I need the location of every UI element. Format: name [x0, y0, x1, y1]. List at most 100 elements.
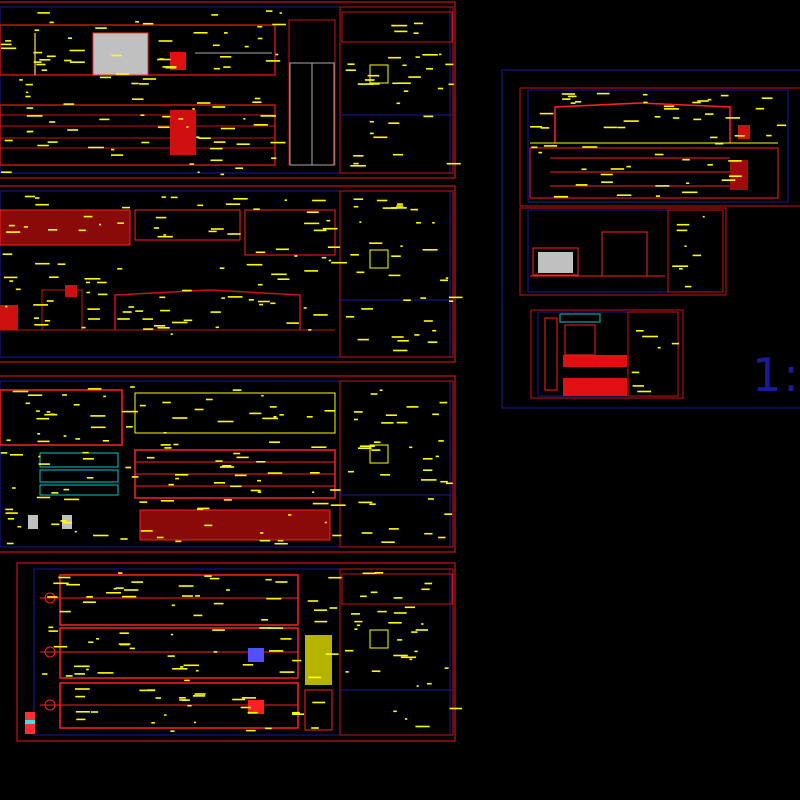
annotation-text-mark	[244, 45, 249, 48]
annotation-text-mark	[332, 534, 342, 537]
annotation-text-mark	[307, 600, 319, 602]
sheet-inner-frame	[527, 209, 724, 293]
sheet-4[interactable]	[16, 562, 456, 742]
viewport-frame[interactable]	[501, 69, 800, 409]
annotation-text-mark	[69, 49, 85, 52]
sheet-7[interactable]	[530, 309, 684, 399]
annotation-text-mark	[684, 245, 687, 247]
annotation-text-mark	[567, 95, 577, 98]
annotation-text-mark	[415, 725, 430, 728]
annotation-text-mark	[437, 87, 444, 90]
annotation-text-mark	[262, 417, 278, 420]
annotation-text-mark	[253, 208, 260, 210]
annotation-text-mark	[158, 40, 173, 42]
annotation-text-mark	[37, 12, 50, 14]
annotation-text-mark	[86, 668, 89, 671]
gray-room-fill	[92, 32, 149, 76]
annotation-text-mark	[241, 697, 257, 699]
annotation-text-mark	[272, 23, 286, 26]
annotation-text-mark	[222, 465, 232, 467]
annotation-text-mark	[311, 446, 327, 448]
annotation-text-mark	[415, 629, 428, 631]
annotation-text-mark	[279, 414, 284, 416]
annotation-text-mark	[539, 112, 554, 115]
annotation-text-mark	[25, 83, 33, 86]
annotation-text-mark	[131, 82, 139, 85]
annotation-text-mark	[88, 641, 94, 643]
annotation-text-mark	[279, 12, 282, 14]
annotation-text-mark	[97, 672, 114, 674]
annotation-text-mark	[126, 426, 133, 428]
annotation-text-mark	[324, 410, 335, 412]
annotation-text-mark	[596, 92, 610, 95]
annotation-text-mark	[48, 229, 58, 231]
schedule-table-red	[0, 209, 131, 246]
annotation-text-mark	[325, 653, 339, 655]
annotation-text-mark	[49, 121, 56, 123]
annotation-text-mark	[531, 146, 538, 149]
annotation-text-mark	[67, 37, 72, 39]
annotation-text-mark	[220, 127, 235, 130]
annotation-text-mark	[720, 94, 729, 97]
sheet-2[interactable]	[0, 185, 456, 363]
elevation-lines	[0, 114, 275, 149]
annotation-text-mark	[82, 458, 94, 460]
annotation-text-mark	[312, 491, 315, 493]
annotation-text-mark	[391, 336, 404, 338]
annotation-text-mark	[672, 117, 680, 119]
annotation-text-mark	[288, 514, 292, 516]
annotation-text-mark	[63, 488, 70, 491]
annotation-text-mark	[140, 114, 145, 116]
annotation-text-mark	[233, 452, 241, 455]
annotation-text-mark	[38, 463, 50, 465]
sheet-1[interactable]	[0, 1, 456, 179]
annotation-text-mark	[7, 518, 15, 520]
annotation-text-mark	[90, 711, 99, 713]
sheet-5[interactable]	[519, 87, 800, 207]
annotation-text-mark	[103, 395, 106, 398]
annotation-text-mark	[265, 578, 272, 581]
annotation-text-mark	[157, 126, 170, 129]
annotation-text-mark	[400, 245, 403, 247]
annotation-text-mark	[60, 520, 67, 522]
annotation-text-mark	[236, 456, 249, 459]
annotation-text-mark	[406, 406, 419, 408]
annotation-text-mark	[97, 293, 108, 296]
annotation-text-mark	[428, 498, 434, 500]
annotation-text-mark	[371, 449, 381, 451]
annotation-text-mark	[6, 439, 11, 441]
annotation-text-mark	[314, 620, 328, 623]
annotation-text-mark	[135, 310, 144, 312]
sheet-6[interactable]	[519, 207, 727, 296]
title-block	[339, 6, 454, 174]
annotation-text-mark	[345, 649, 354, 652]
annotation-text-mark	[173, 443, 179, 446]
annotation-text-mark	[210, 159, 223, 162]
annotation-text-mark	[168, 483, 174, 486]
section-strip	[544, 317, 558, 391]
annotation-text-mark	[672, 265, 689, 267]
annotation-text-mark	[308, 676, 322, 679]
title-block	[339, 190, 454, 358]
annotation-text-mark	[270, 302, 276, 305]
annotation-text-mark	[196, 136, 200, 138]
annotation-text-mark	[4, 139, 13, 142]
sheet-3[interactable]	[0, 375, 456, 553]
annotation-text-mark	[25, 402, 31, 405]
annotation-text-mark	[416, 222, 421, 224]
annotation-text-mark	[175, 474, 189, 476]
annotation-text-mark	[357, 83, 374, 85]
annotation-text-mark	[392, 82, 398, 85]
annotation-text-mark	[312, 199, 326, 202]
annotation-text-mark	[693, 118, 702, 121]
annotation-text-mark	[449, 707, 462, 710]
annotation-text-mark	[766, 134, 772, 137]
structure-plan-small	[0, 389, 123, 446]
annotation-text-mark	[728, 160, 742, 162]
annotation-text-mark	[330, 489, 341, 491]
annotation-text-mark	[57, 263, 66, 265]
annotation-text-mark	[141, 141, 150, 144]
annotation-text-mark	[86, 281, 90, 284]
annotation-text-mark	[707, 98, 712, 101]
